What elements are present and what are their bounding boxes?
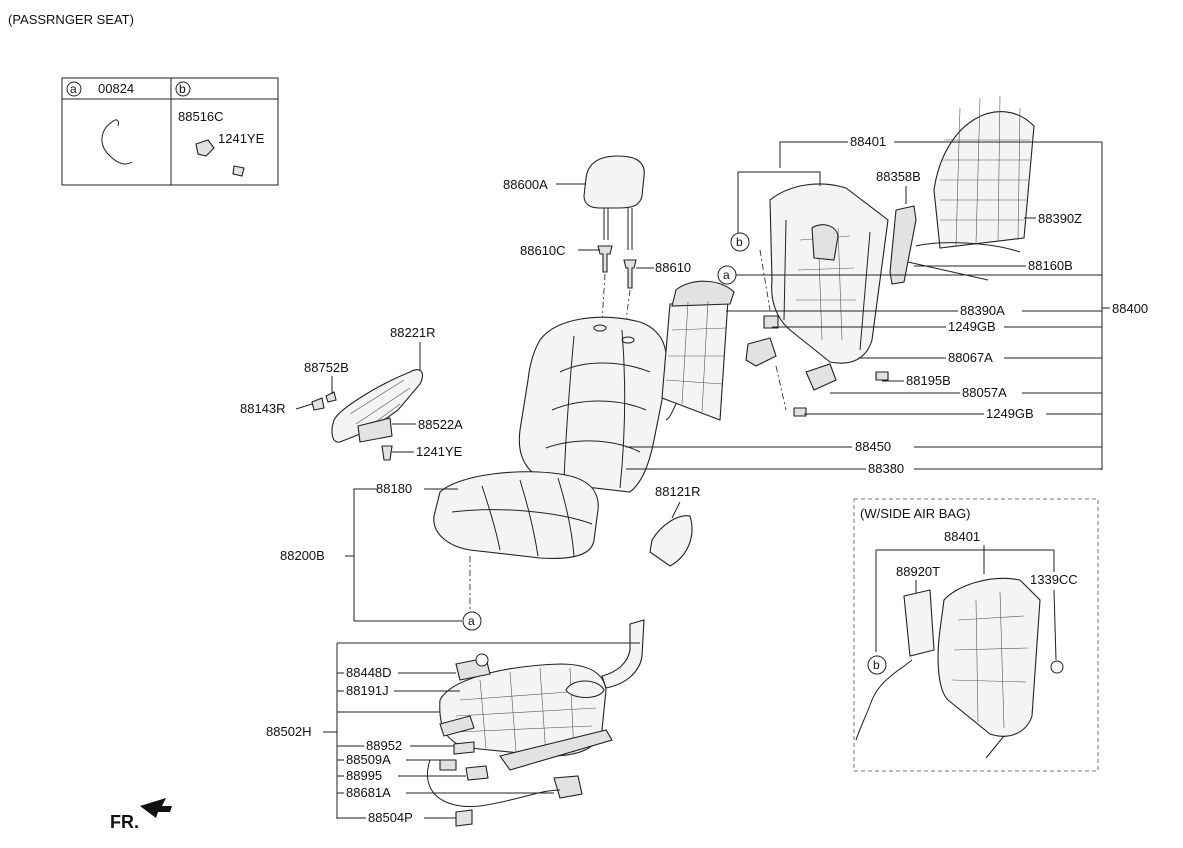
back-board <box>661 280 735 421</box>
marker-a-back <box>717 265 737 285</box>
part-label-88191j: 88191J <box>346 683 389 698</box>
part-label-88221r: 88221R <box>390 325 436 340</box>
part-label-88681a: 88681A <box>346 785 391 800</box>
marker-a-seat-label: a <box>468 614 475 628</box>
legend-marker-a: a <box>70 82 77 96</box>
legend-part-00824: 00824 <box>98 81 135 96</box>
marker-b-back-label: b <box>736 235 743 249</box>
part-label-88121r: 88121R <box>655 484 701 499</box>
legend-marker-b: b <box>179 82 186 96</box>
part-label-88400: 88400 <box>1112 301 1149 316</box>
part-label-88509a: 88509A <box>346 752 391 767</box>
part-label-88057a: 88057A <box>962 385 1007 400</box>
part-label-88358b: 88358B <box>876 169 921 184</box>
part-label-88143r: 88143R <box>240 401 286 416</box>
headrest <box>583 155 645 337</box>
part-label-88600a: 88600A <box>503 177 548 192</box>
leader-lines <box>295 141 1110 819</box>
side-airbag-inset <box>853 498 1099 772</box>
part-label-88390z: 88390Z <box>1038 211 1083 226</box>
side-airbag-title: (W/SIDE AIR BAG) <box>860 506 971 521</box>
front-label: FR. <box>110 812 139 832</box>
marker-a-seat <box>462 611 482 631</box>
seat-track-frame <box>426 619 645 827</box>
side-cover <box>649 515 693 567</box>
part-label-88502h: 88502H <box>266 724 312 739</box>
part-label-1249gb-upper: 1249GB <box>948 319 996 334</box>
part-label-88067a: 88067A <box>948 350 993 365</box>
legend-table <box>61 77 279 186</box>
part-label-88448d: 88448D <box>346 665 392 680</box>
part-label-88200b: 88200B <box>280 548 325 563</box>
seat-cushion <box>433 471 599 612</box>
part-label-88180: 88180 <box>376 481 413 496</box>
side-shield <box>311 369 423 461</box>
marker-a-back-label: a <box>723 268 730 282</box>
part-label-88160b: 88160B <box>1028 258 1073 273</box>
inset-part-label-88401: 88401 <box>944 529 981 544</box>
inset-part-label-88920t: 88920T <box>896 564 941 579</box>
part-label-88504p: 88504P <box>368 810 413 825</box>
marker-b-back <box>730 232 750 252</box>
marker-b-inset-label: b <box>873 658 880 672</box>
part-label-88995: 88995 <box>346 768 383 783</box>
legend-part-1241ye: 1241YE <box>218 131 265 146</box>
part-label-1241ye: 1241YE <box>416 444 463 459</box>
part-label-88752b: 88752B <box>304 360 349 375</box>
part-label-88610c: 88610C <box>520 243 566 258</box>
part-label-88522a: 88522A <box>418 417 463 432</box>
diagram-title: (PASSRNGER SEAT) <box>8 12 134 27</box>
part-label-88380: 88380 <box>868 461 905 476</box>
legend-part-88516c: 88516C <box>178 109 224 124</box>
part-label-88390a: 88390A <box>960 303 1005 318</box>
inset-part-label-1339cc: 1339CC <box>1030 572 1078 587</box>
front-arrow-icon <box>140 798 172 818</box>
part-label-88401: 88401 <box>850 134 887 149</box>
part-label-88952: 88952 <box>366 738 403 753</box>
part-label-88195b: 88195B <box>906 373 951 388</box>
part-label-88610: 88610 <box>655 260 692 275</box>
part-label-88450: 88450 <box>855 439 892 454</box>
seat-back-cushion <box>518 316 668 493</box>
seat-back-frame <box>745 95 1035 417</box>
part-label-1249gb-lower: 1249GB <box>986 406 1034 421</box>
